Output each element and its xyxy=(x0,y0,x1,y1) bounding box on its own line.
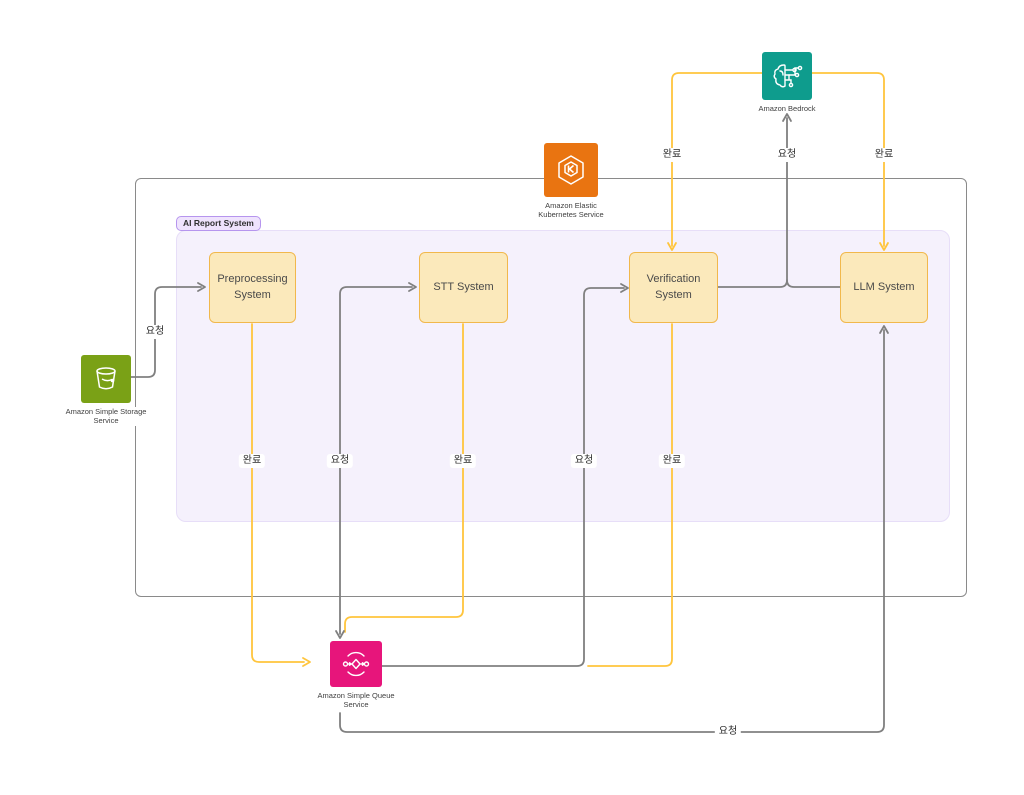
bedrock-label: Amazon Bedrock xyxy=(744,104,830,114)
edge-label-request: 요청 xyxy=(714,725,742,739)
edge-sqs-request-to-stt xyxy=(335,282,417,639)
sqs-icon xyxy=(330,641,382,687)
edge-preprocessing-complete-to-sqs xyxy=(251,323,311,667)
eks-icon xyxy=(544,143,598,197)
edge-label-complete: 완료 xyxy=(658,148,686,162)
node-preprocessing-system: Preprocessing System xyxy=(209,252,296,323)
node-llm-system: LLM System xyxy=(840,252,928,323)
edge-label-request: 요청 xyxy=(773,148,801,162)
edge-sqs-request-to-verification xyxy=(369,283,629,671)
service-bedrock: Amazon Bedrock xyxy=(744,52,830,114)
ai-report-system-badge: AI Report System xyxy=(176,216,261,231)
edge-bedrock-complete-to-verification xyxy=(667,72,763,251)
node-label: Verification System xyxy=(646,272,701,301)
edge-label-request: 요청 xyxy=(570,454,598,468)
edge-verification-complete-to-sqs xyxy=(587,323,673,667)
s3-label: Amazon Simple Storage Service xyxy=(63,407,149,426)
node-stt-system: STT System xyxy=(419,252,508,323)
edge-label-complete: 완료 xyxy=(449,454,477,468)
eks-label: Amazon Elastic Kubernetes Service xyxy=(528,201,614,220)
edge-label-request: 요청 xyxy=(141,325,169,339)
s3-icon xyxy=(81,355,131,403)
edge-label-complete: 완료 xyxy=(658,454,686,468)
node-verification-system: Verification System xyxy=(629,252,718,323)
edge-label-request: 요청 xyxy=(326,454,354,468)
edge-sqs-request-to-llm xyxy=(339,325,889,733)
edge-verification-llm-request-to-bedrock xyxy=(717,113,841,288)
edge-label-complete: 완료 xyxy=(238,454,266,468)
edge-stt-complete-to-sqs xyxy=(344,323,464,633)
bedrock-icon xyxy=(762,52,812,100)
service-sqs: Amazon Simple Queue Service xyxy=(313,641,399,710)
service-s3: Amazon Simple Storage Service xyxy=(63,355,149,426)
edge-label-complete: 완료 xyxy=(870,148,898,162)
edge-bedrock-complete-to-llm xyxy=(811,72,889,251)
node-label: Preprocessing System xyxy=(217,272,288,301)
node-label: STT System xyxy=(433,280,494,293)
ai-report-system-region xyxy=(176,230,950,522)
service-eks: Amazon Elastic Kubernetes Service xyxy=(528,143,614,220)
node-label: LLM System xyxy=(853,280,915,293)
sqs-label: Amazon Simple Queue Service xyxy=(313,691,399,710)
